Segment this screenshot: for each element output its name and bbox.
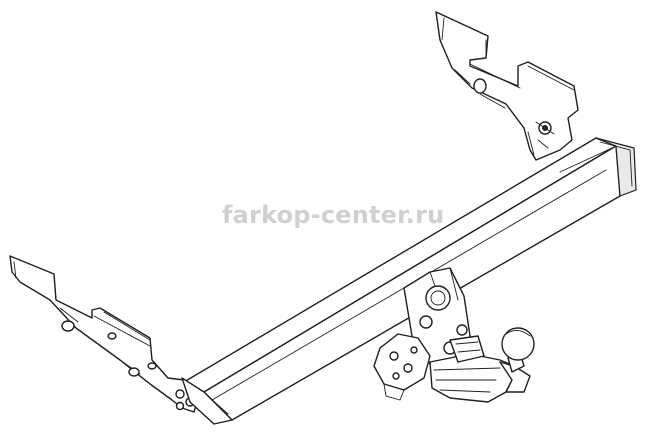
watermark-text: farkop-center.ru: [222, 201, 445, 229]
right-mounting-bracket: [435, 11, 579, 161]
hitch-assembly: [373, 267, 535, 403]
left-mounting-bracket: [9, 255, 201, 413]
